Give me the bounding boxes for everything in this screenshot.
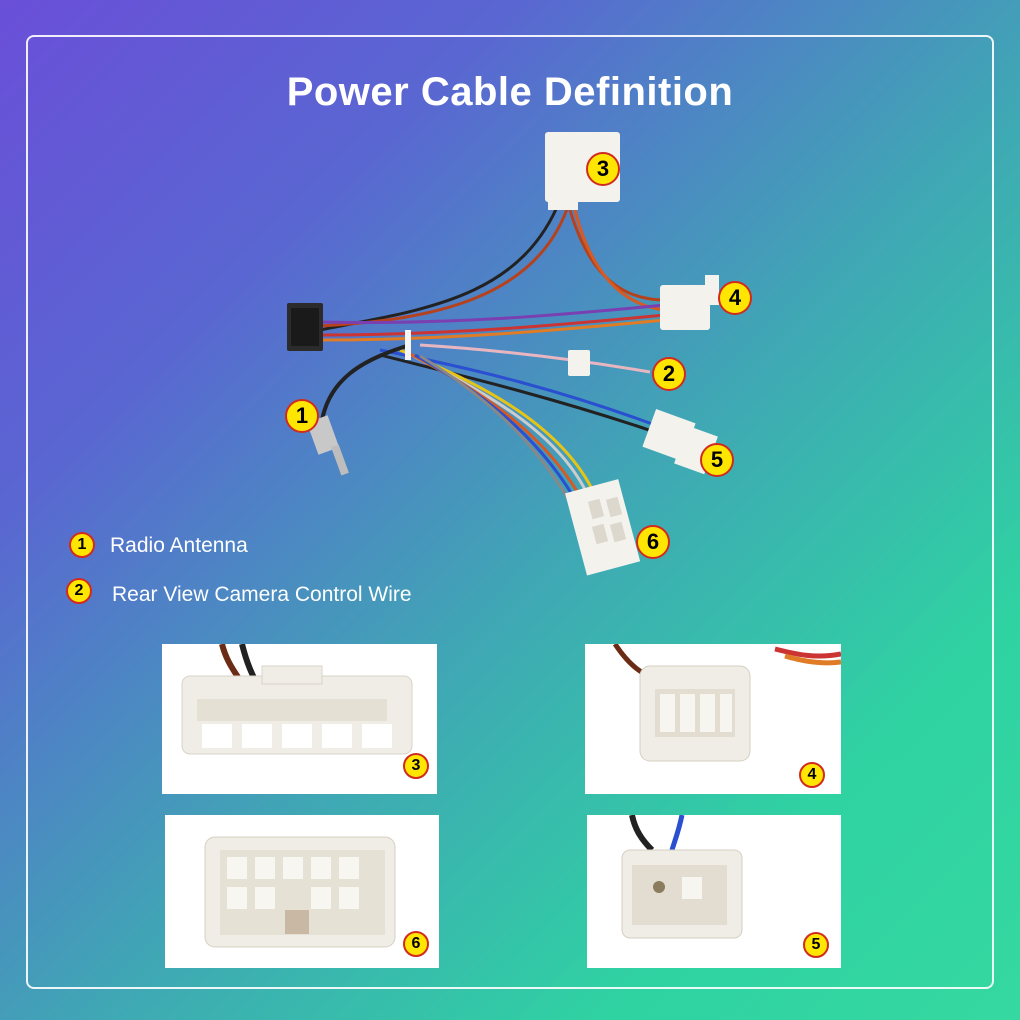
legend-badge-1: 1 bbox=[69, 532, 95, 558]
cable-harness-illustration bbox=[287, 132, 719, 576]
callout-3: 3 bbox=[586, 152, 620, 186]
connector-4-photo: 4 bbox=[585, 644, 841, 794]
legend-badge-2: 2 bbox=[66, 578, 92, 604]
legend-label-radio-antenna: Radio Antenna bbox=[110, 534, 248, 557]
photo-badge-5: 5 bbox=[803, 932, 829, 958]
connector-5-photo: 5 bbox=[587, 815, 841, 968]
callout-5: 5 bbox=[700, 443, 734, 477]
callout-2: 2 bbox=[652, 357, 686, 391]
photo-badge-6: 6 bbox=[403, 931, 429, 957]
photo-badge-4: 4 bbox=[799, 762, 825, 788]
callout-1: 1 bbox=[285, 399, 319, 433]
content-frame bbox=[26, 35, 994, 989]
legend-label-rear-camera: Rear View Camera Control Wire bbox=[112, 583, 412, 606]
connector-3-photo: 3 bbox=[162, 644, 437, 794]
connector-6-photo: 6 bbox=[165, 815, 439, 968]
callout-6: 6 bbox=[636, 525, 670, 559]
callout-4: 4 bbox=[718, 281, 752, 315]
photo-badge-3: 3 bbox=[403, 753, 429, 779]
page-title: Power Cable Definition bbox=[286, 70, 734, 114]
